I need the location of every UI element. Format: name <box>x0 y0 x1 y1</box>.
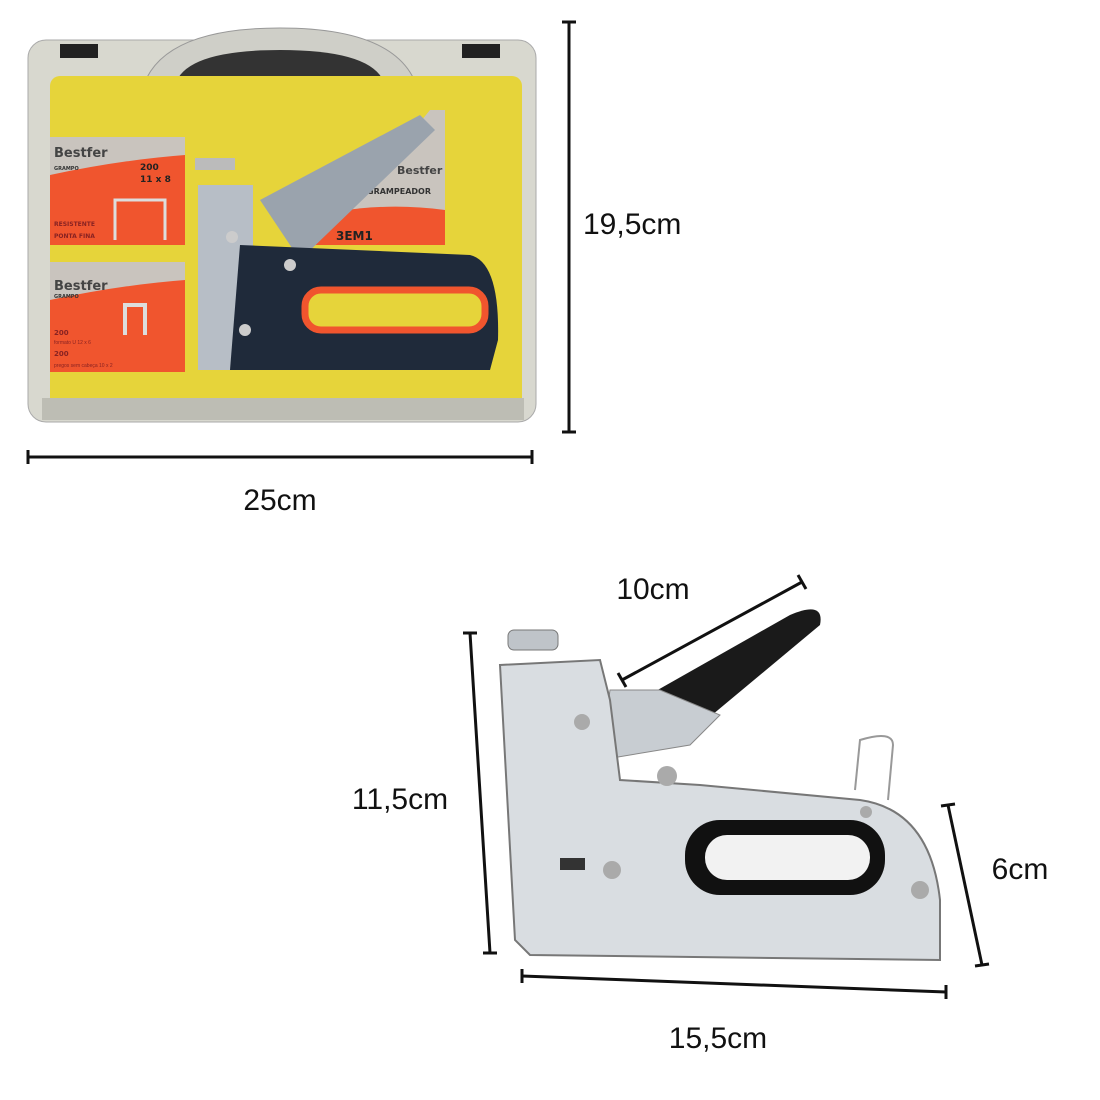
box-qty: 200 <box>140 163 159 173</box>
knob <box>507 629 559 651</box>
brand-logo: Bestfer <box>397 164 443 177</box>
handle-length-label: 10cm <box>616 573 689 606</box>
dimension-lines-stapler <box>463 574 990 999</box>
dimension-lines-case <box>26 20 576 464</box>
box-spec: pregos sem cabeça 10 x 2 <box>54 363 113 369</box>
card-title: GRAMPEADOR <box>367 187 431 196</box>
box-feature: PONTA FINA <box>54 233 95 240</box>
box-type: GRAMPO <box>54 166 79 172</box>
brand-logo: Bestfer <box>54 146 108 161</box>
stapler <box>498 609 941 962</box>
box-qty: 200 <box>54 329 69 337</box>
box-feature: RESISTENTE <box>54 221 95 228</box>
stapler-length-label: 15,5cm <box>669 1022 767 1055</box>
stapler-card: Bestfer GRAMPEADOR 3EM1 <box>195 110 499 370</box>
staples-box-1: Bestfer GRAMPO 200 11 x 8 RESISTENTE PON… <box>50 137 185 245</box>
box-qty: 200 <box>54 350 69 358</box>
box-type: GRAMPO <box>54 294 79 300</box>
latch-icon <box>462 44 500 58</box>
case-width-label: 25cm <box>243 484 316 517</box>
staples-box-2: Bestfer GRAMPO 200 formato U 12 x 6 200 … <box>50 262 185 372</box>
latch-icon <box>60 44 98 58</box>
box-spec: formato U 12 x 6 <box>54 340 91 346</box>
brand-logo: Bestfer <box>54 279 108 294</box>
box-size: 11 x 8 <box>140 175 171 185</box>
stapler-height-label: 11,5cm <box>352 783 448 816</box>
case-height-label: 19,5cm <box>583 208 681 241</box>
card-badge: 3EM1 <box>336 229 373 243</box>
rear-height-label: 6cm <box>992 853 1049 886</box>
